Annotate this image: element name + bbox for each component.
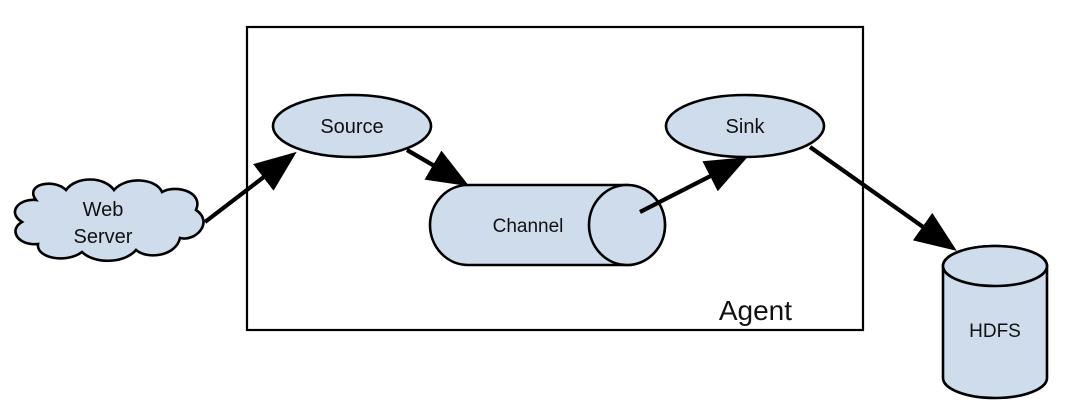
channel-node: Channel	[428, 183, 667, 267]
hdfs-label: HDFS	[969, 321, 1021, 342]
hdfs-top-cap	[941, 244, 1049, 288]
sink-shape	[664, 93, 826, 159]
hdfs-node: HDFS	[941, 244, 1049, 400]
web-server-label-line-1: Web	[83, 199, 124, 221]
agent-container: Agent	[245, 25, 865, 332]
source-label: Source	[320, 116, 383, 138]
sink-node: Sink	[664, 93, 826, 159]
arrow-web-server-to-source	[203, 151, 297, 224]
agent-box	[245, 25, 865, 332]
channel-label: Channel	[493, 216, 564, 237]
web-server-label-line-2: Server	[74, 226, 133, 248]
channel-end-cap	[587, 183, 667, 267]
source-node: Source	[271, 93, 433, 159]
web-server-node: Web Server	[13, 178, 205, 263]
edges	[203, 145, 957, 251]
arrow-sink-to-hdfs	[808, 145, 957, 251]
source-shape	[271, 93, 433, 159]
agent-label: Agent	[719, 295, 792, 326]
sink-label: Sink	[726, 116, 766, 138]
cloud-icon	[13, 178, 205, 263]
arrow-channel-to-sink	[639, 157, 748, 214]
arrow-source-to-channel	[405, 148, 470, 187]
